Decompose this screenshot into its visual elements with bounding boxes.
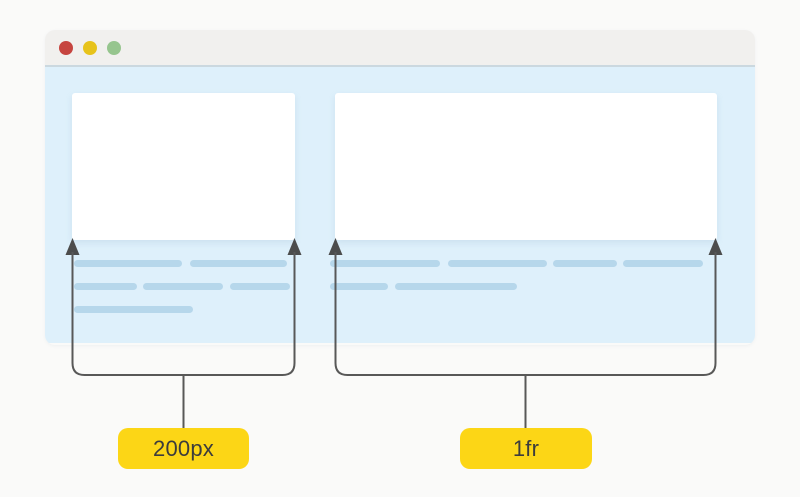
zoom-button-icon[interactable] [107,40,121,55]
browser-titlebar [45,30,755,67]
fixed-width-column-card [72,93,295,240]
close-button-icon[interactable] [59,40,73,55]
flexible-width-column-card [335,93,717,240]
minimize-button-icon[interactable] [83,40,97,55]
column-width-label-200px: 200px [118,428,249,469]
column-width-label-1fr: 1fr [460,428,592,469]
